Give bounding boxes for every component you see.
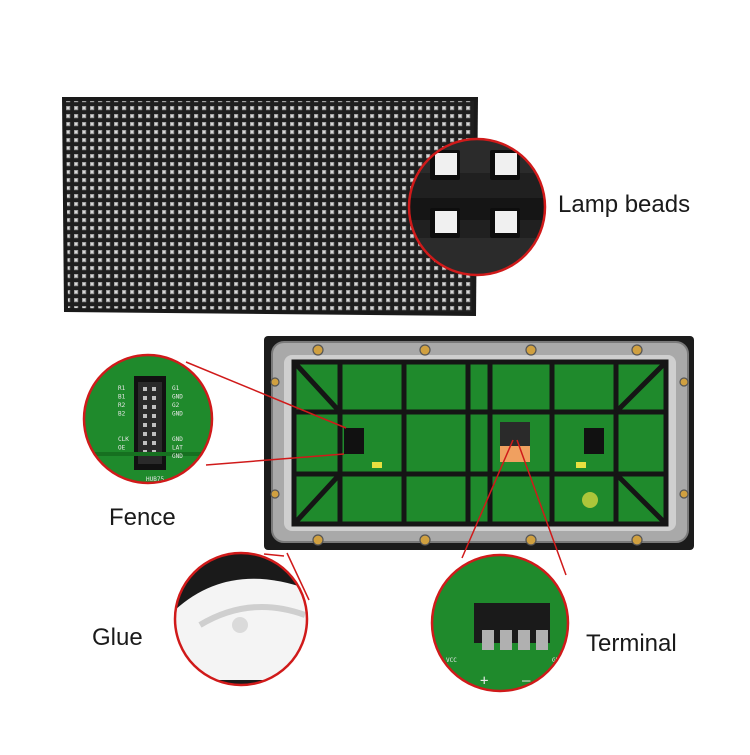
lamp-beads-label: Lamp beads bbox=[558, 191, 691, 218]
connector-pin bbox=[143, 414, 147, 418]
pin-label: R1 bbox=[118, 385, 126, 392]
connector-pin bbox=[152, 441, 156, 445]
connector-pin bbox=[152, 423, 156, 427]
connector-pin bbox=[143, 387, 147, 391]
pin-label: R2 bbox=[118, 402, 126, 409]
pin-label: GND bbox=[172, 411, 183, 418]
connector-model-label: HUB75 bbox=[146, 476, 164, 483]
pin-label: B1 bbox=[118, 394, 126, 401]
pin-label: GND bbox=[172, 394, 183, 401]
connector-pin bbox=[143, 405, 147, 409]
connector-pin bbox=[143, 441, 147, 445]
minus-sign: — bbox=[522, 673, 531, 689]
led-panel-front bbox=[62, 97, 478, 316]
pin-label: OE bbox=[118, 445, 126, 452]
terminal-zoom: VCC GN + — bbox=[430, 553, 570, 693]
connector-pin bbox=[152, 405, 156, 409]
terminal-label: Terminal bbox=[586, 630, 677, 657]
connector-pin bbox=[152, 387, 156, 391]
lamp-bead bbox=[490, 208, 520, 238]
callout-lines bbox=[185, 361, 567, 601]
pin-label: G2 bbox=[172, 402, 180, 409]
connector-pin bbox=[143, 423, 147, 427]
vcc-label: VCC bbox=[446, 657, 457, 664]
screw bbox=[270, 344, 689, 546]
pin-label: G1 bbox=[172, 385, 180, 392]
connector-pin bbox=[143, 432, 147, 436]
glue-zoom bbox=[173, 551, 309, 687]
fence-grid bbox=[291, 359, 669, 527]
pin-label: GND bbox=[172, 436, 183, 443]
led-module-back bbox=[264, 336, 694, 550]
plus-sign: + bbox=[480, 673, 488, 689]
lamp-bead bbox=[490, 150, 520, 180]
pin-label: GND bbox=[172, 453, 183, 460]
connector-pin bbox=[152, 432, 156, 436]
connector-pin bbox=[152, 396, 156, 400]
connector-pin bbox=[152, 414, 156, 418]
glue-label: Glue bbox=[92, 624, 143, 651]
connector-pin bbox=[143, 396, 147, 400]
lamp-bead bbox=[430, 150, 460, 180]
fence-label: Fence bbox=[109, 504, 176, 531]
pin-label: B2 bbox=[118, 411, 126, 418]
lamp-bead bbox=[430, 208, 460, 238]
pin-label: CLK bbox=[118, 436, 129, 443]
pin-label: LAT bbox=[172, 445, 183, 452]
